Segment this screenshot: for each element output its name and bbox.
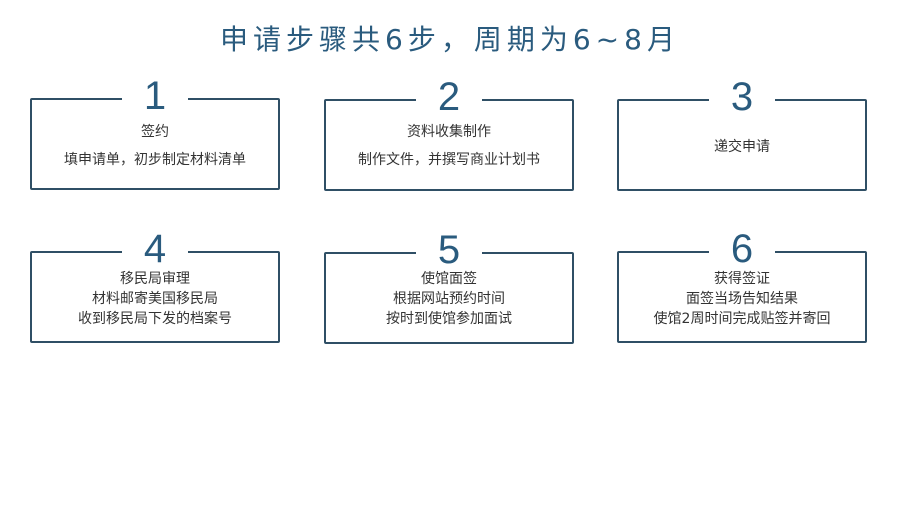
step-title: 移民局审理: [120, 271, 190, 287]
step-2-box: 2 资料收集制作 制作文件，并撰写商业计划书: [324, 75, 574, 191]
step-description: 材料邮寄美国移民局: [92, 291, 218, 307]
step-description: 按时到使馆参加面试: [386, 311, 512, 327]
step-number: 2: [416, 75, 482, 119]
step-number: 5: [416, 228, 482, 272]
step-title: 使馆面签: [421, 271, 477, 287]
step-description: 根据网站预约时间: [393, 291, 505, 307]
step-description: 填申请单，初步制定材料清单: [64, 152, 246, 168]
step-title: 资料收集制作: [407, 124, 491, 140]
step-number: 1: [122, 74, 188, 118]
step-6-box: 6 获得签证 面签当场告知结果 使馆2周时间完成贴签并寄回: [617, 227, 867, 343]
step-description: 面签当场告知结果: [686, 291, 798, 307]
step-5-box: 5 使馆面签 根据网站预约时间 按时到使馆参加面试: [324, 228, 574, 344]
step-4-box: 4 移民局审理 材料邮寄美国移民局 收到移民局下发的档案号: [30, 227, 280, 343]
step-description: 收到移民局下发的档案号: [78, 311, 232, 327]
step-number: 6: [709, 227, 775, 271]
step-title: 获得签证: [714, 271, 770, 287]
step-description: 使馆2周时间完成贴签并寄回: [653, 311, 831, 327]
page-title: 申请步骤共6步，周期为6~8月: [220, 23, 680, 56]
step-description: 制作文件，并撰写商业计划书: [358, 152, 540, 168]
step-title: 递交申请: [714, 139, 770, 155]
step-1-box: 1 签约 填申请单，初步制定材料清单: [30, 74, 280, 190]
step-number: 3: [709, 75, 775, 119]
step-number: 4: [122, 227, 188, 271]
step-3-box: 3 递交申请: [617, 75, 867, 191]
step-title: 签约: [141, 124, 169, 140]
